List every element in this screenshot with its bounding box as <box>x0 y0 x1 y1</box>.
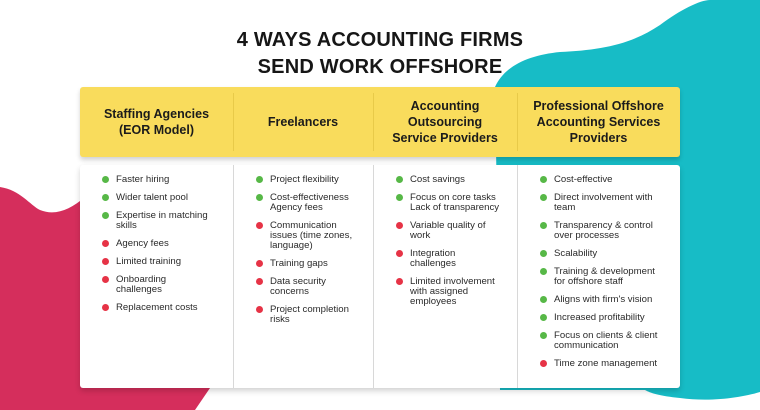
list-item-text: Scalability <box>554 248 598 259</box>
list-item-text: Agency fees <box>116 238 169 249</box>
list-item-text: Limited involvement with assigned employ… <box>410 276 495 307</box>
list-item: Agency fees <box>102 239 227 249</box>
list-item-text: Training & development for offshore staf… <box>554 266 655 287</box>
list-item: Project completion risks <box>256 305 367 325</box>
list-item: Communication issues (time zones, langua… <box>256 221 367 251</box>
list-item: Wider talent pool <box>102 193 227 203</box>
header-freelancers: Freelancers <box>233 87 373 157</box>
header-accounting-outsourcing: Accounting Outsourcing Service Providers <box>373 87 517 157</box>
list-item: Aligns with firm's vision <box>540 295 674 305</box>
list-item: Increased profitability <box>540 313 674 323</box>
list-item-text: Communication issues (time zones, langua… <box>270 220 353 251</box>
list-item-text: Integration challenges <box>410 248 456 269</box>
list-item-text: Data security concerns <box>270 276 326 297</box>
list-item: Transparency & control over processes <box>540 221 674 241</box>
list-item: Faster hiring <box>102 175 227 185</box>
list-item-text: Aligns with firm's vision <box>554 294 653 305</box>
title-line-2: SEND WORK OFFSHORE <box>257 56 503 78</box>
green-dot-icon <box>102 194 109 201</box>
green-dot-icon <box>540 314 547 321</box>
green-dot-icon <box>102 212 109 219</box>
red-dot-icon <box>102 240 109 247</box>
list-item-text: Project completion risks <box>270 304 349 325</box>
list-item: Limited training <box>102 257 227 267</box>
green-dot-icon <box>540 268 547 275</box>
list-item: Data security concerns <box>256 277 367 297</box>
green-dot-icon <box>540 296 547 303</box>
green-dot-icon <box>540 194 547 201</box>
list-item-text: Onboarding challenges <box>116 274 167 295</box>
green-dot-icon <box>540 222 547 229</box>
list-item-text: Cost savings <box>410 174 465 185</box>
list-item-text: Cost-effective <box>554 174 613 185</box>
header-staffing-agencies: Staffing Agencies (EOR Model) <box>103 107 210 137</box>
list-item: Expertise in matching skills <box>102 211 227 231</box>
list-item: Replacement costs <box>102 303 227 313</box>
list-item: Onboarding challenges <box>102 275 227 295</box>
green-dot-icon <box>256 176 263 183</box>
list-item: Focus on clients & client communication <box>540 331 674 351</box>
red-dot-icon <box>256 278 263 285</box>
green-dot-icon <box>102 176 109 183</box>
green-dot-icon <box>256 194 263 201</box>
list-item: Cost savings <box>396 175 511 185</box>
red-dot-icon <box>396 250 403 257</box>
red-dot-icon <box>396 278 403 285</box>
list-item-text: Project flexibility <box>270 174 339 185</box>
list-item: Training gaps <box>256 259 367 269</box>
list-item-text: Faster hiring <box>116 174 170 185</box>
title-line-1: 4 WAYS ACCOUNTING FIRMS <box>236 29 524 51</box>
green-dot-icon <box>540 176 547 183</box>
list-item-text: Limited training <box>116 256 182 267</box>
list-item-text: Variable quality of work <box>410 220 486 241</box>
list-item-text: Direct involvement with team <box>554 192 653 213</box>
list-item: Training & development for offshore staf… <box>540 267 674 287</box>
comparison-header-row: Staffing Agencies (EOR Model) Freelancer… <box>80 87 680 157</box>
list-item-text: Increased profitability <box>554 312 645 323</box>
green-dot-icon <box>540 250 547 257</box>
list-item-text: Focus on clients & client communication <box>554 330 658 351</box>
list-item: Focus on core tasks Lack of transparency <box>396 193 511 213</box>
red-dot-icon <box>396 222 403 229</box>
green-dot-icon <box>396 194 403 201</box>
red-dot-icon <box>102 304 109 311</box>
list-item-text: Cost-effectiveness Agency fees <box>270 192 349 213</box>
list-item: Integration challenges <box>396 249 511 269</box>
list-item-text: Focus on core tasks Lack of transparency <box>410 192 500 213</box>
red-dot-icon <box>540 360 547 367</box>
header-professional-offshore: Professional Offshore Accounting Service… <box>517 87 680 157</box>
red-dot-icon <box>102 258 109 265</box>
list-item: Scalability <box>540 249 674 259</box>
list-item: Cost-effectiveness Agency fees <box>256 193 367 213</box>
crimson-blob-shape <box>0 187 210 410</box>
page-title: 4 WAYS ACCOUNTING FIRMS SEND WORK OFFSHO… <box>0 27 760 81</box>
list-item-text: Expertise in matching skills <box>116 210 208 231</box>
list-item-text: Training gaps <box>270 258 328 269</box>
list-item: Limited involvement with assigned employ… <box>396 277 511 307</box>
red-dot-icon <box>102 276 109 283</box>
list-item: Cost-effective <box>540 175 674 185</box>
list-item: Project flexibility <box>256 175 367 185</box>
list-item-text: Time zone management <box>554 358 658 369</box>
red-dot-icon <box>256 222 263 229</box>
green-dot-icon <box>396 176 403 183</box>
list-item-text: Replacement costs <box>116 302 198 313</box>
green-dot-icon <box>540 332 547 339</box>
list-item: Direct involvement with team <box>540 193 674 213</box>
red-dot-icon <box>256 306 263 313</box>
list-item-text: Transparency & control over processes <box>554 220 653 241</box>
list-item: Variable quality of work <box>396 221 511 241</box>
list-item: Time zone management <box>540 359 674 369</box>
list-item-text: Wider talent pool <box>116 192 188 203</box>
red-dot-icon <box>256 260 263 267</box>
